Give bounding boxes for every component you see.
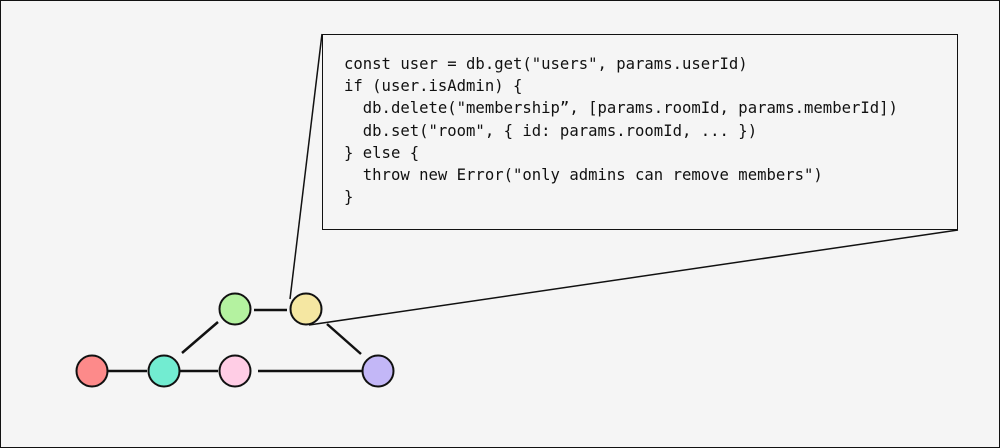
code-line-3: db.delete("membership”, [params.roomId, … [344, 99, 898, 118]
code-line-5: } else { [344, 143, 420, 162]
code-block: const user = db.get("users", params.user… [344, 53, 898, 208]
code-line-1: const user = db.get("users", params.user… [344, 55, 748, 73]
code-line-7: } [344, 188, 354, 207]
node-yellow [289, 292, 323, 326]
edge-yellow-purple [326, 323, 362, 355]
node-red [75, 354, 109, 388]
node-pink [218, 354, 252, 388]
node-green [218, 292, 252, 326]
node-purple [361, 354, 395, 388]
callout-line-bottom [308, 229, 959, 326]
edge-teal-green [181, 321, 219, 354]
code-callout-box: const user = db.get("users", params.user… [322, 34, 958, 230]
code-line-6: throw new Error("only admins can remove … [344, 165, 823, 184]
code-line-2: if (user.isAdmin) { [344, 77, 523, 96]
callout-line-top [289, 33, 323, 300]
code-line-4: db.set("room", { id: params.roomId, ... … [344, 121, 758, 140]
node-teal [147, 354, 181, 388]
